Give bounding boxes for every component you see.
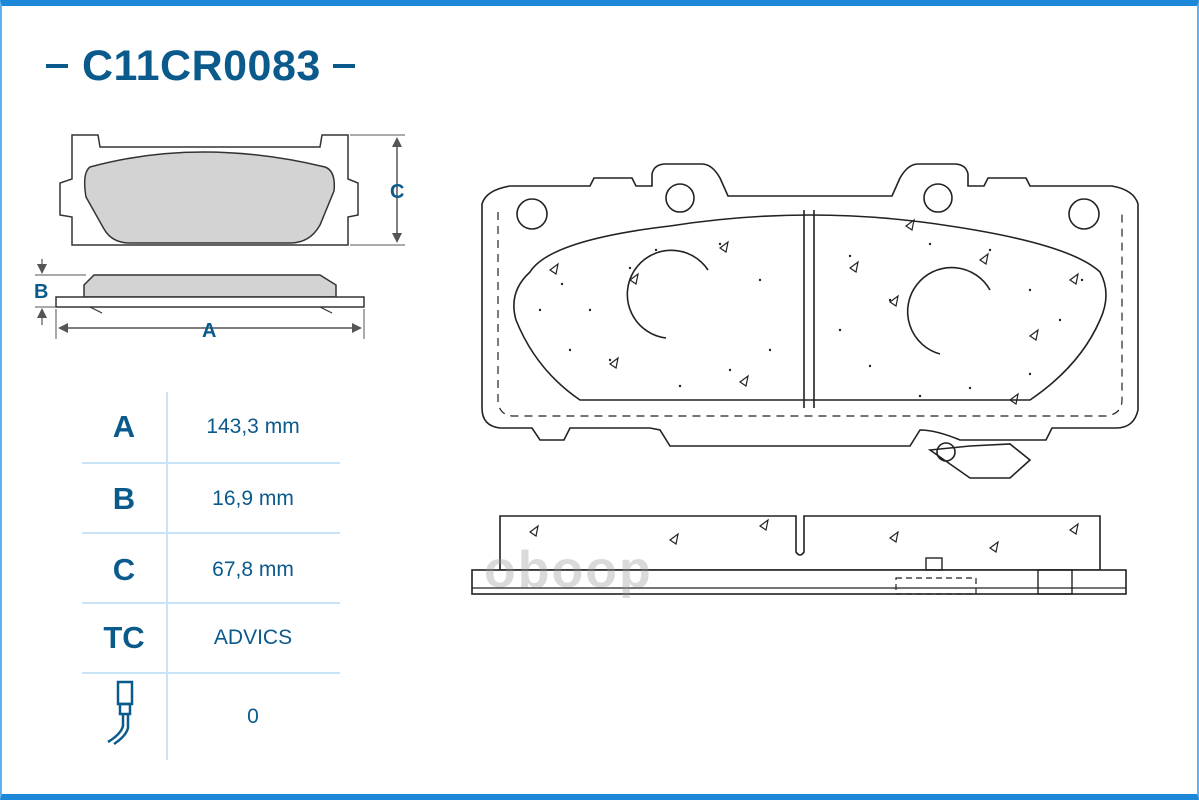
pad-side-friction: [83, 274, 337, 298]
mount-hole-left: [516, 198, 548, 230]
spec-value: 16,9 mm: [212, 487, 294, 510]
product-title: C11CR0083: [46, 36, 355, 96]
spec-row-c: C 67,8 mm: [82, 534, 340, 606]
title-dash-right: [332, 64, 355, 68]
side-friction-block: [499, 515, 1101, 571]
side-backplate: [471, 569, 1127, 595]
pad-front-view: [481, 163, 1139, 479]
sensor-value: 0: [247, 705, 259, 728]
spec-key: B: [112, 481, 136, 516]
spec-row-sensor: 0: [82, 674, 340, 760]
pad-side-view: [471, 515, 1127, 595]
spec-row-separator: [82, 532, 340, 534]
dimension-diagram: C B A: [34, 134, 405, 342]
spec-key: A: [112, 409, 136, 444]
spec-row-b: B 16,9 mm: [82, 464, 340, 534]
friction-texture: [538, 242, 1084, 398]
spec-row-separator: [82, 462, 340, 464]
mount-hole-top-left: [665, 183, 695, 213]
spec-key: TC: [103, 620, 145, 655]
spec-value: 67,8 mm: [212, 558, 294, 581]
wear-sensor-icon: [107, 680, 134, 746]
mount-hole-right: [1068, 198, 1100, 230]
spec-row-tc: TC ADVICS: [82, 604, 340, 672]
spec-value: 143,3 mm: [206, 415, 300, 438]
sensor-cell: [82, 680, 166, 754]
dimension-label-c: C: [390, 181, 404, 203]
watermark: oboop: [484, 541, 653, 599]
title-dash-left: [46, 64, 68, 68]
spec-row-separator: [82, 602, 340, 604]
spec-row-separator: [82, 672, 340, 674]
dimension-label-a: A: [202, 320, 216, 342]
spec-table-divider: [166, 392, 168, 760]
spec-table: A 143,3 mm B 16,9 mm C 67,8 mm TC ADVICS…: [82, 392, 340, 760]
pad-side-backplate: [55, 296, 365, 308]
product-code: C11CR0083: [82, 41, 321, 90]
pad-front-friction: [83, 151, 336, 244]
spec-key: C: [112, 552, 136, 587]
spec-value: ADVICS: [213, 626, 293, 649]
friction-material: [513, 214, 1107, 401]
dimension-label-b: B: [34, 281, 48, 303]
spec-row-a: A 143,3 mm: [82, 392, 340, 462]
mount-hole-top-right: [923, 183, 953, 213]
backplate-dashed: [497, 212, 1123, 417]
